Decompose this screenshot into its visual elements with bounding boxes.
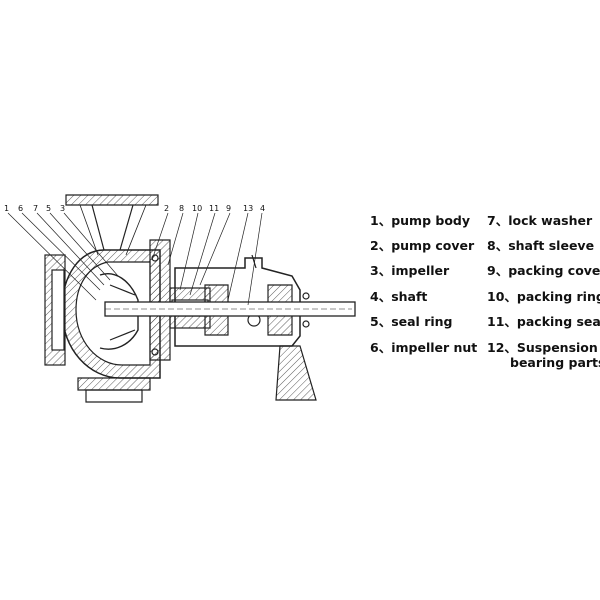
legend-item-8: 8、shaft sleeve — [487, 238, 595, 253]
callout-7: 7 — [33, 204, 38, 213]
callout-5: 5 — [46, 204, 51, 213]
callout-11: 11 — [209, 204, 219, 213]
callout-labels: 1 6 7 5 3 2 8 10 11 9 13 4 — [4, 204, 265, 213]
callout-8: 8 — [179, 204, 184, 213]
legend-item-12: 12、Suspension — [487, 340, 598, 355]
legend-item-10: 10、packing ring — [487, 289, 600, 304]
legend-item-1: 1、pump body — [370, 213, 471, 228]
callout-13: 13 — [243, 204, 253, 213]
callout-4: 4 — [260, 204, 265, 213]
legend-item-9: 9、packing cover — [487, 263, 600, 278]
legend-item-6: 6、impeller nut — [370, 340, 478, 355]
legend-item-11: 11、packing seal — [487, 314, 600, 329]
legend-item-5: 5、seal ring — [370, 314, 453, 329]
callout-9: 9 — [226, 204, 231, 213]
legend-item-2: 2、pump cover — [370, 238, 475, 253]
callout-3: 3 — [60, 204, 65, 213]
callout-2: 2 — [164, 204, 169, 213]
callout-leaders — [7, 212, 263, 306]
legend-item-7: 7、lock washer — [487, 213, 593, 228]
callout-10: 10 — [192, 204, 202, 213]
callout-1: 1 — [4, 204, 9, 213]
legend-item-3: 3、impeller — [370, 263, 450, 278]
legend-item-12-continued: bearing parts — [510, 355, 600, 370]
pump-drawing — [44, 194, 356, 403]
legend-item-4: 4、shaft — [370, 289, 428, 304]
callout-6: 6 — [18, 204, 23, 213]
